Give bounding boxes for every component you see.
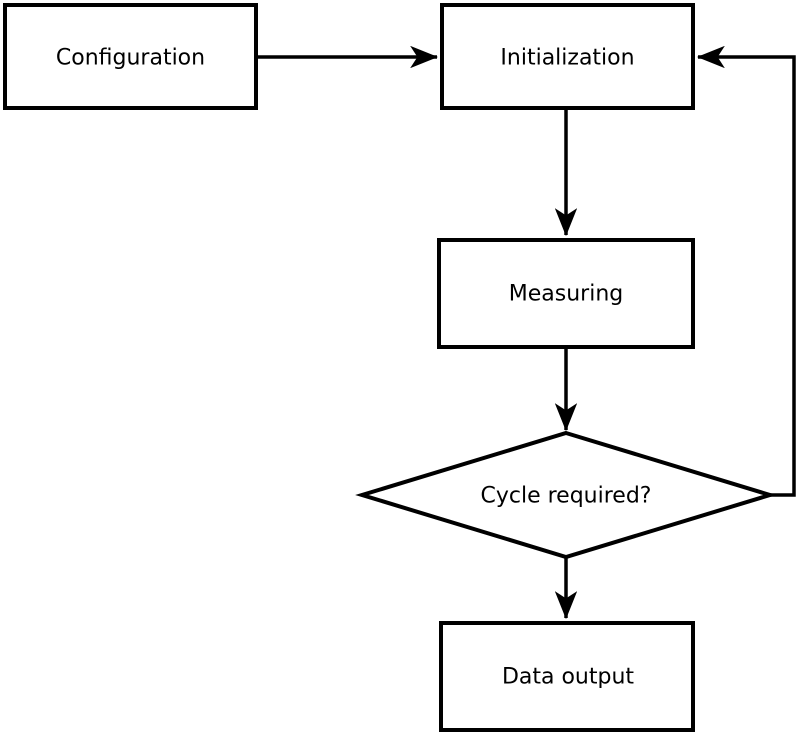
node-configuration: Configuration <box>3 3 258 110</box>
node-initialization: Initialization <box>440 3 695 110</box>
measuring-label: Measuring <box>509 282 623 307</box>
node-measuring: Measuring <box>437 238 695 349</box>
node-data-output: Data output <box>439 621 695 732</box>
data-output-box <box>439 621 695 732</box>
edge-group <box>258 45 796 620</box>
initialization-label: Initialization <box>500 46 634 71</box>
cycle-required-label: Cycle required? <box>481 484 652 509</box>
initialization-box <box>440 3 695 110</box>
data-output-label: Data output <box>502 665 634 690</box>
configuration-label: Configuration <box>56 46 205 71</box>
configuration-box <box>3 3 258 110</box>
measuring-box <box>437 238 695 349</box>
node-cycle-required: Cycle required? <box>355 430 777 560</box>
edge-cycle-required-to-initialization-loop <box>696 45 796 497</box>
cycle-required-diamond <box>355 430 777 560</box>
